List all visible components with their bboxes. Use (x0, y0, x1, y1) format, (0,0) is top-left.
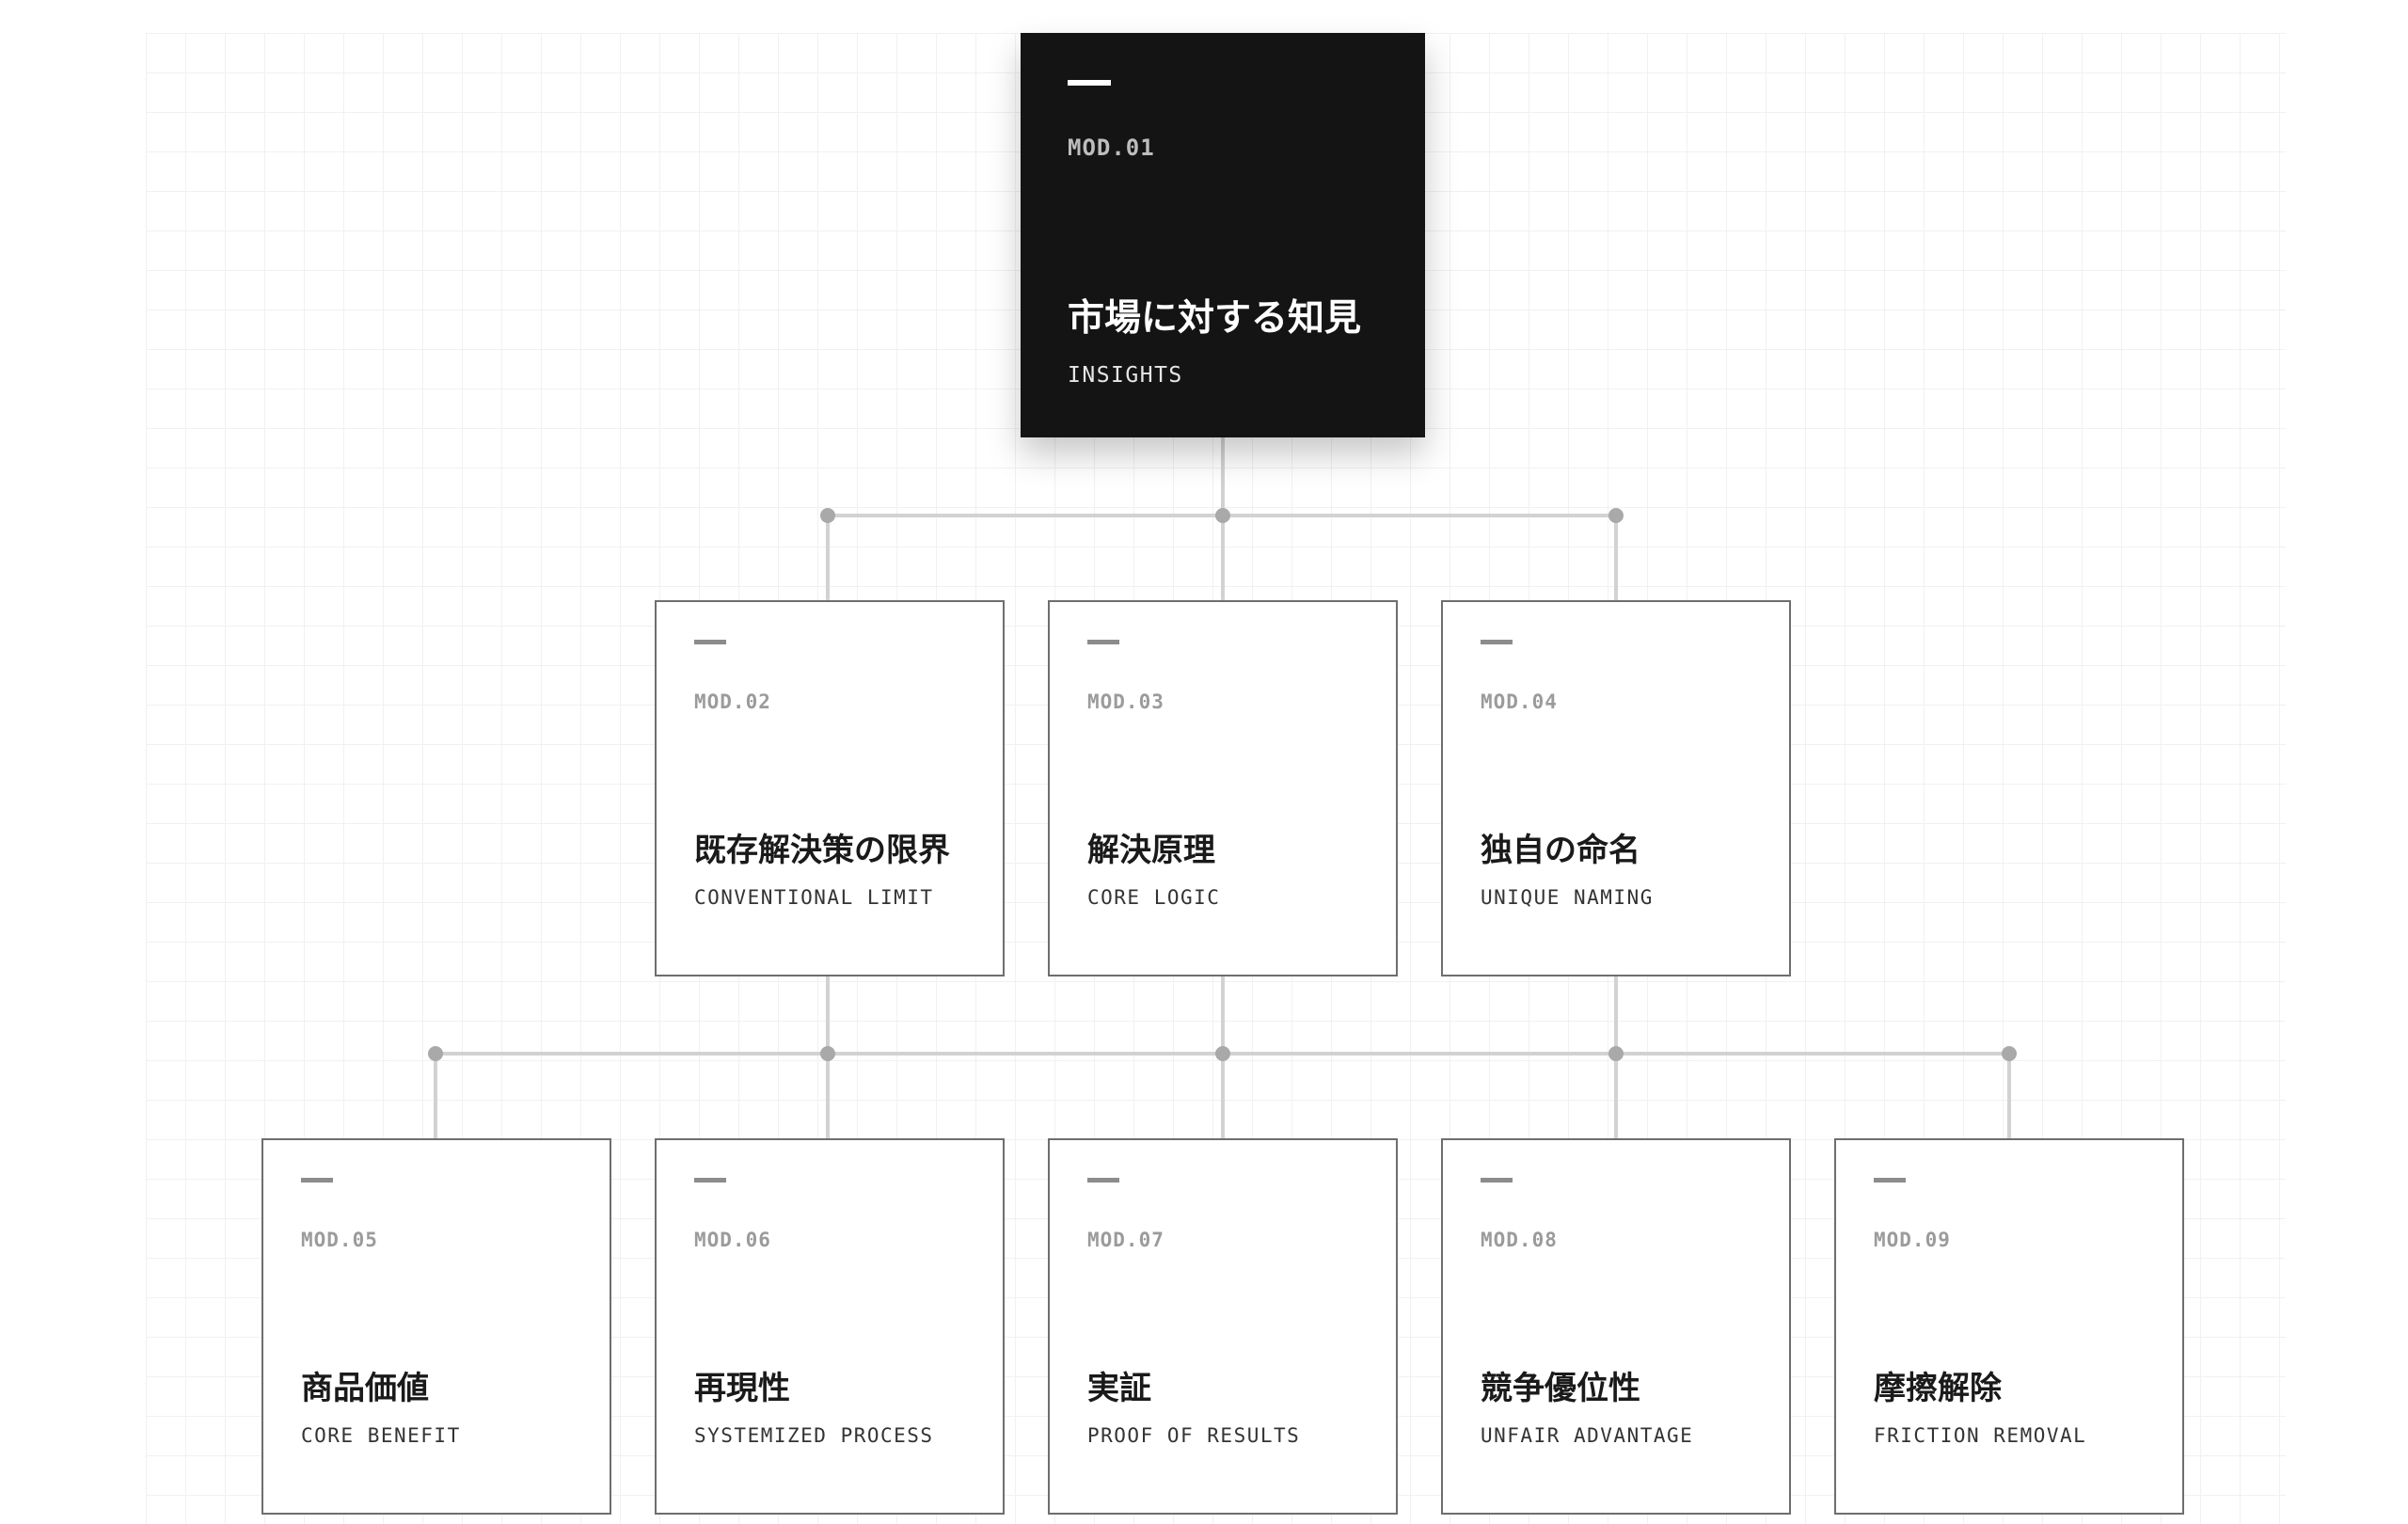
dash-mark (1874, 1178, 1906, 1183)
card-mod09-friction-removal[interactable]: MOD.09 摩擦解除 FRICTION REMOVAL (1834, 1138, 2184, 1515)
module-title-en: CONVENTIONAL LIMIT (694, 886, 934, 909)
dash-mark (1481, 1178, 1513, 1183)
card-mod07-proof-of-results[interactable]: MOD.07 実証 PROOF OF RESULTS (1048, 1138, 1398, 1515)
module-title-jp: 市場に対する知見 (1068, 297, 1362, 340)
module-title-en: SYSTEMIZED PROCESS (694, 1424, 934, 1447)
module-title-jp: 摩擦解除 (1874, 1370, 2002, 1407)
module-title-jp: 商品価値 (301, 1370, 429, 1407)
dash-mark (301, 1178, 333, 1183)
card-mod02-conventional-limit[interactable]: MOD.02 既存解決策の限界 CONVENTIONAL LIMIT (655, 600, 1005, 976)
module-title-en: CORE BENEFIT (301, 1424, 461, 1447)
card-mod04-unique-naming[interactable]: MOD.04 独自の命名 UNIQUE NAMING (1441, 600, 1791, 976)
module-id: MOD.03 (1087, 691, 1164, 713)
module-title-jp: 再現性 (694, 1370, 790, 1407)
module-title-en: INSIGHTS (1068, 363, 1183, 388)
dash-mark (1087, 1178, 1119, 1183)
module-title-en: UNFAIR ADVANTAGE (1481, 1424, 1694, 1447)
module-title-en: FRICTION REMOVAL (1874, 1424, 2087, 1447)
module-title-en: PROOF OF RESULTS (1087, 1424, 1301, 1447)
module-id: MOD.07 (1087, 1229, 1164, 1251)
module-id: MOD.02 (694, 691, 771, 713)
module-id: MOD.04 (1481, 691, 1558, 713)
card-mod01-insights[interactable]: MOD.01 市場に対する知見 INSIGHTS (1021, 33, 1425, 437)
module-title-jp: 競争優位性 (1481, 1370, 1640, 1407)
module-title-en: UNIQUE NAMING (1481, 886, 1654, 909)
dash-mark (694, 640, 726, 644)
module-id: MOD.06 (694, 1229, 771, 1251)
module-title-jp: 独自の命名 (1481, 832, 1640, 869)
card-mod03-core-logic[interactable]: MOD.03 解決原理 CORE LOGIC (1048, 600, 1398, 976)
module-id: MOD.08 (1481, 1229, 1558, 1251)
card-mod06-systemized-process[interactable]: MOD.06 再現性 SYSTEMIZED PROCESS (655, 1138, 1005, 1515)
dash-mark (1481, 640, 1513, 644)
module-title-jp: 実証 (1087, 1370, 1151, 1407)
dash-mark (1068, 80, 1111, 86)
module-id: MOD.05 (301, 1229, 378, 1251)
module-id: MOD.09 (1874, 1229, 1951, 1251)
module-title-jp: 解決原理 (1087, 832, 1215, 869)
module-title-jp: 既存解決策の限界 (694, 832, 950, 869)
module-title-en: CORE LOGIC (1087, 886, 1221, 909)
dash-mark (1087, 640, 1119, 644)
module-id: MOD.01 (1068, 135, 1155, 161)
card-mod05-core-benefit[interactable]: MOD.05 商品価値 CORE BENEFIT (261, 1138, 611, 1515)
dash-mark (694, 1178, 726, 1183)
card-mod08-unfair-advantage[interactable]: MOD.08 競争優位性 UNFAIR ADVANTAGE (1441, 1138, 1791, 1515)
